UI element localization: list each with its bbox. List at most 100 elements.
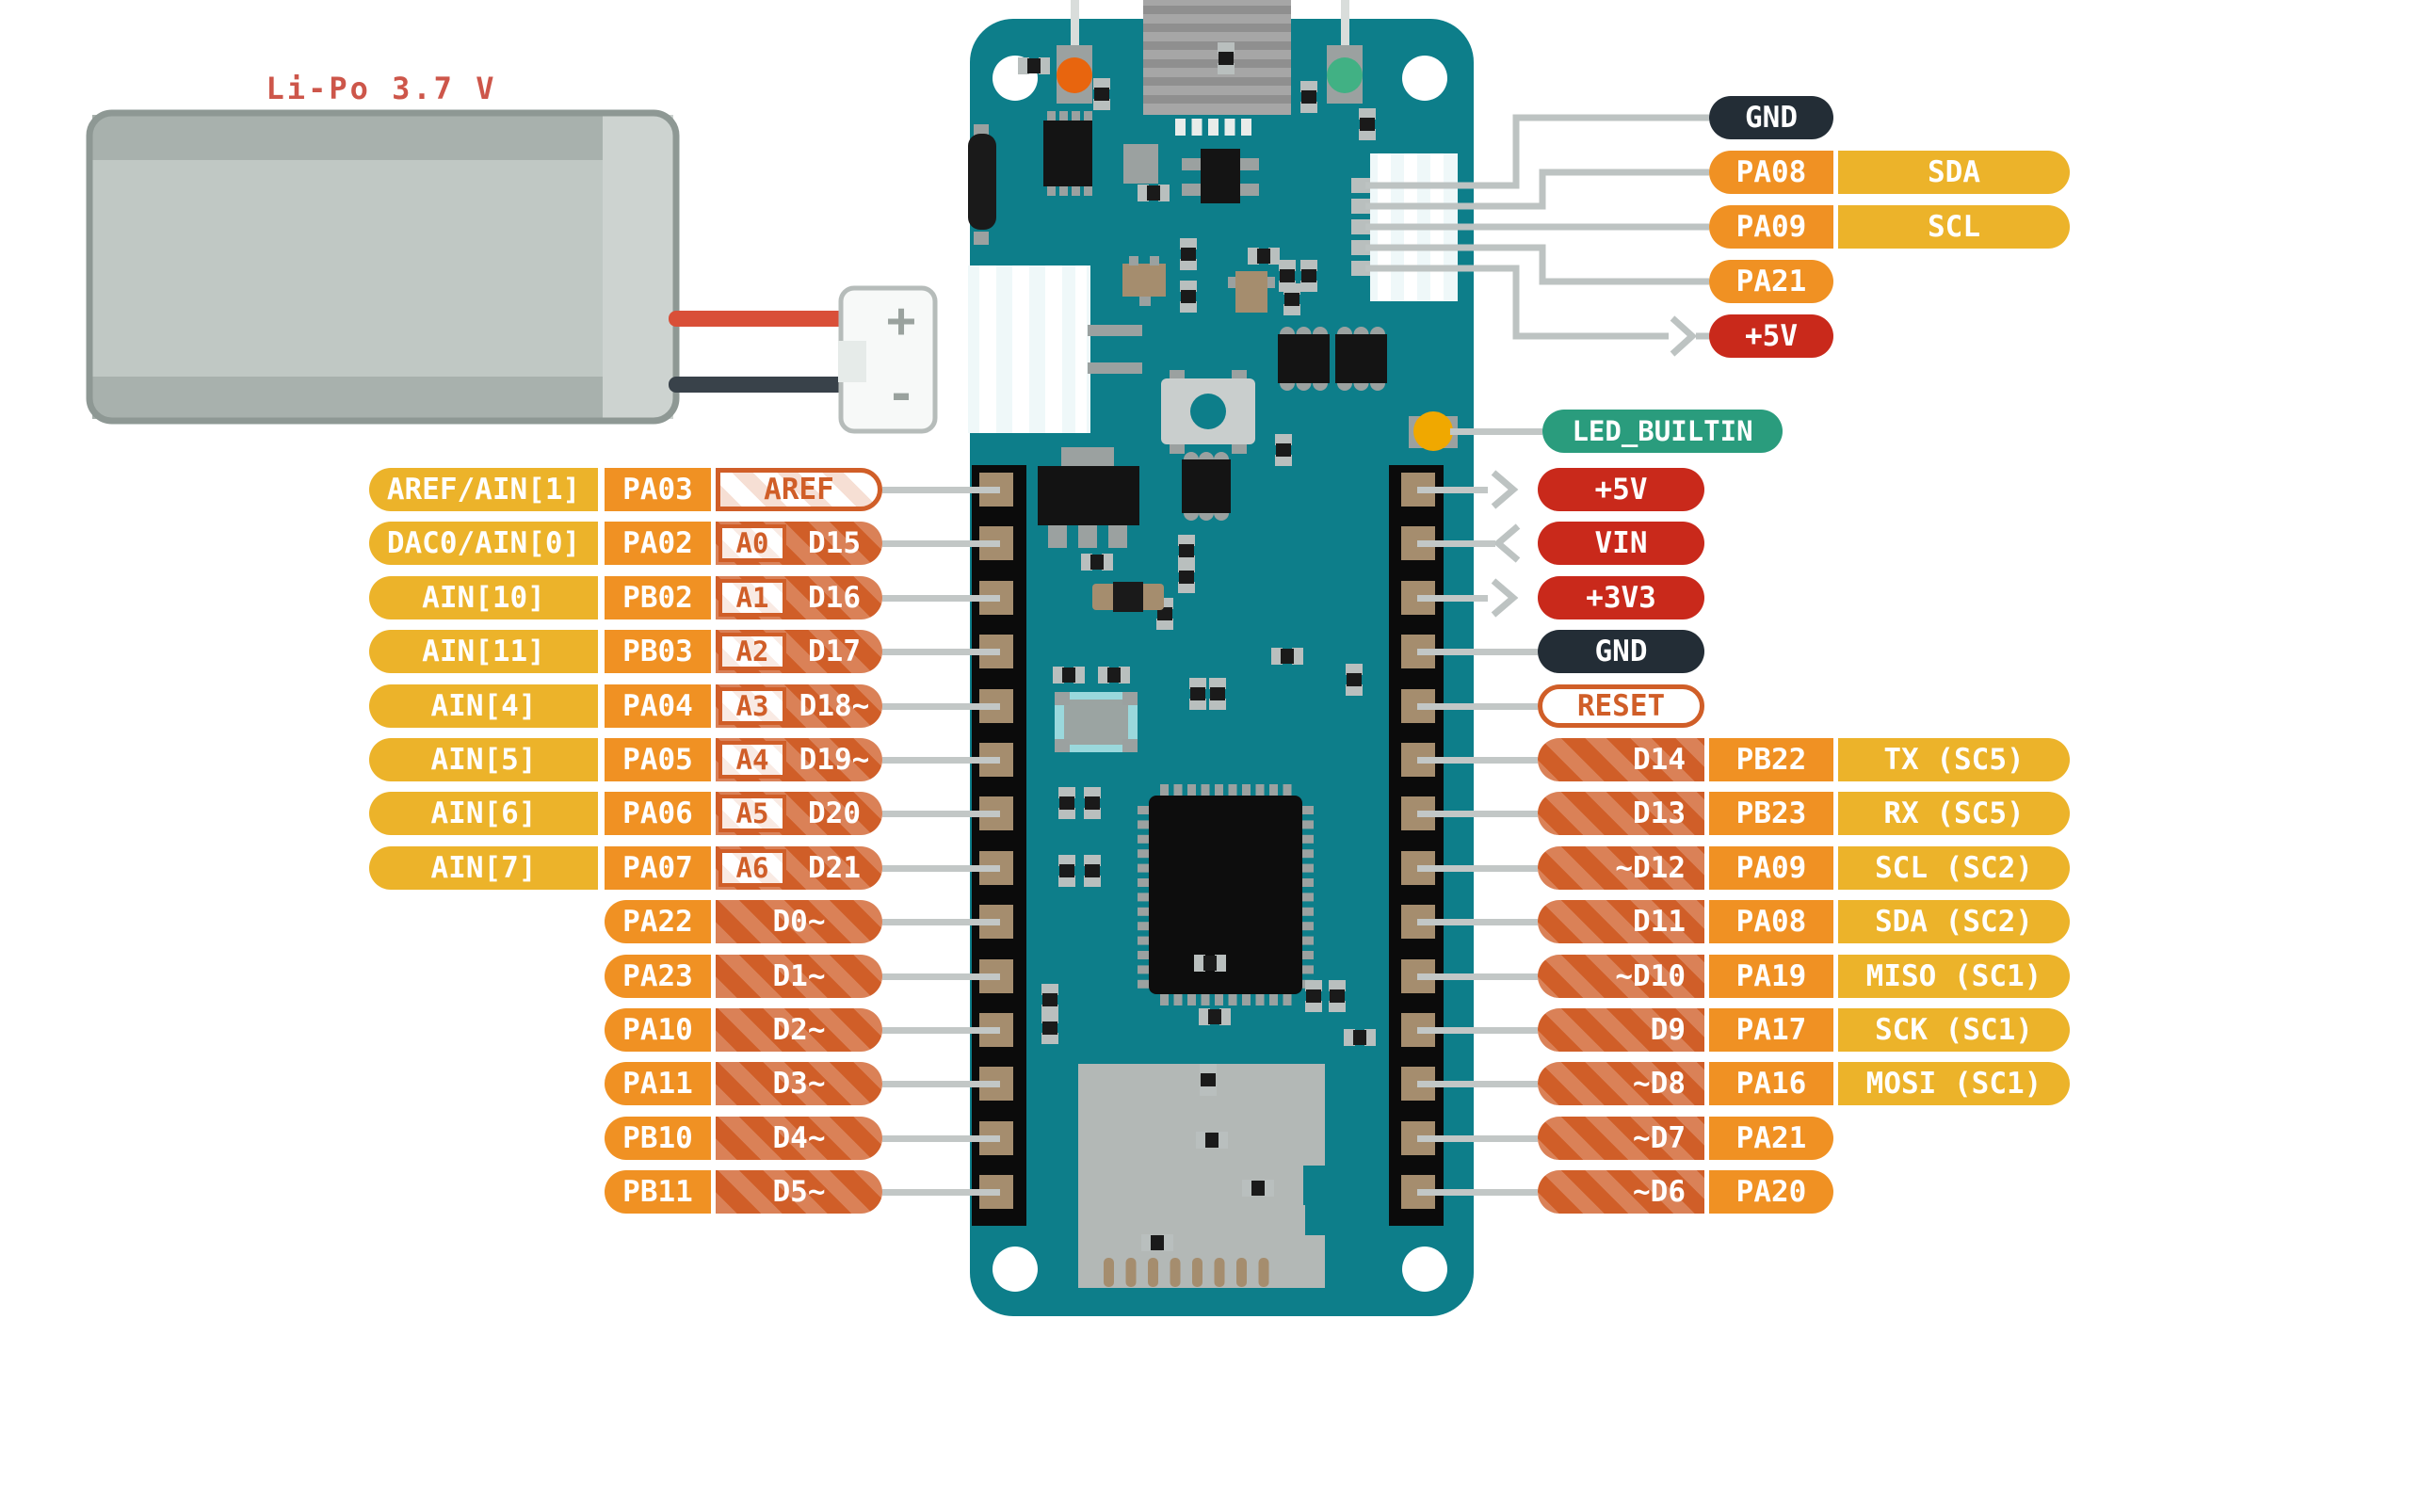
pin-port-label: PA06 xyxy=(605,792,711,835)
pin-digital-label: D19~ xyxy=(799,743,870,777)
pin-trace xyxy=(1417,973,1538,980)
pin-port-label: PA11 xyxy=(605,1062,711,1105)
pin-trace xyxy=(882,595,1000,602)
battery-voltage-label: Li-Po 3.7 V xyxy=(266,71,497,106)
pin-port-label: PA10 xyxy=(605,1008,711,1052)
led-builtin-trace xyxy=(1450,428,1542,435)
i2c-header-traces xyxy=(1365,114,1711,357)
pin-port-label: PA03 xyxy=(605,468,711,511)
pin-aref-label: AREF xyxy=(716,468,882,511)
pin-power-label: +5V xyxy=(1538,468,1704,511)
arrow-right-icon xyxy=(1491,578,1519,618)
pin-function-label: DAC0/AIN[0] xyxy=(369,522,598,565)
pin-analog-label: A6 xyxy=(718,849,786,887)
regulator-sot23 xyxy=(1123,144,1259,203)
pin-analog-label: A1 xyxy=(718,579,786,617)
pin-trace xyxy=(882,703,1000,710)
pin-analog-label: A3 xyxy=(718,687,786,725)
pin-function-label: AIN[11] xyxy=(369,630,598,673)
pin-gnd-label: GND xyxy=(1538,630,1704,673)
inductor-chips xyxy=(1182,327,1387,521)
smd-passives xyxy=(1018,42,1376,1251)
mounting-hole xyxy=(1402,56,1447,101)
silk-bar xyxy=(1088,362,1142,374)
battery-wires xyxy=(669,311,852,393)
capacitor-tall xyxy=(968,124,996,245)
crystal-oscillator xyxy=(1055,692,1138,752)
pin-header-right xyxy=(1389,465,1444,1226)
connector-plus-mark: + xyxy=(886,293,915,349)
pin-digital-label: D11 xyxy=(1538,900,1704,943)
pin-digital-label: D4~ xyxy=(716,1117,882,1160)
pin-port-label: PB02 xyxy=(605,576,711,619)
battery-wire-positive xyxy=(669,311,852,327)
pin-trace xyxy=(882,973,1000,980)
pin-port-label: PA22 xyxy=(605,900,711,943)
pin-trace xyxy=(1417,1189,1538,1196)
pin-power-label: +3V3 xyxy=(1538,576,1704,619)
pin-gnd-label: GND xyxy=(1709,96,1833,139)
pin-port-label: PA05 xyxy=(605,738,711,781)
pin-function-label: TX (SC5) xyxy=(1838,738,2070,781)
pin-port-label: PA20 xyxy=(1709,1170,1833,1214)
pin-function-label: MOSI (SC1) xyxy=(1838,1062,2070,1105)
pin-trace xyxy=(882,1189,1000,1196)
charge-led-green xyxy=(1327,57,1363,93)
pin-reset-label[interactable]: RESET xyxy=(1538,684,1704,728)
pin-analog-label: A2 xyxy=(718,633,786,670)
pin-analog-digital-label: A5 D20 xyxy=(716,792,882,835)
pin-digital-label: D16 xyxy=(808,581,861,615)
battery-wire-negative xyxy=(669,377,852,393)
power-arrows xyxy=(1491,470,1521,618)
pin-analog-label: A4 xyxy=(718,741,786,779)
pin-digital-label: ~D10 xyxy=(1538,955,1704,998)
pin-function-label: AIN[6] xyxy=(369,792,598,835)
pin-power-label: +5V xyxy=(1709,314,1833,358)
pin-port-label: PA02 xyxy=(605,522,711,565)
pin-port-label: PA07 xyxy=(605,846,711,890)
pin-trace xyxy=(1417,865,1538,872)
pin-function-label: SCK (SC1) xyxy=(1838,1008,2070,1052)
pin-trace xyxy=(882,649,1000,655)
pin-analog-label: A5 xyxy=(718,795,786,832)
arrow-right-icon xyxy=(1491,470,1519,509)
pin-header-left xyxy=(972,465,1026,1226)
pin-trace xyxy=(1417,1135,1538,1142)
pin-port-label: PA09 xyxy=(1709,205,1833,249)
pin-trace xyxy=(882,487,1000,493)
pin-port-label: PB22 xyxy=(1709,738,1833,781)
sd-card-slot xyxy=(1078,1064,1327,1288)
pin-trace xyxy=(1417,540,1495,547)
ic-soic8 xyxy=(1043,111,1092,196)
wire-green-led xyxy=(1341,0,1349,77)
pin-trace xyxy=(882,865,1000,872)
pin-digital-label: D17 xyxy=(808,635,861,668)
wire-orange-led xyxy=(1071,0,1079,77)
pin-function-label: SCL xyxy=(1838,205,2070,249)
pin-digital-label: D20 xyxy=(808,796,861,830)
reset-button[interactable] xyxy=(1161,370,1255,454)
pin-trace xyxy=(1417,919,1538,925)
battery-connector: + - xyxy=(838,285,938,434)
pin-trace xyxy=(882,757,1000,764)
pin-trace xyxy=(1417,757,1538,764)
pin-trace xyxy=(882,919,1000,925)
pin-trace xyxy=(882,1027,1000,1034)
regulator-sot223 xyxy=(1038,447,1139,548)
pin-digital-label: D3~ xyxy=(716,1062,882,1105)
pin-function-label: SDA (SC2) xyxy=(1838,900,2070,943)
pin-port-label: PA08 xyxy=(1709,900,1833,943)
tan-component xyxy=(1122,256,1275,313)
led-builtin-label: LED_BUILTIN xyxy=(1542,410,1783,453)
lipo-battery xyxy=(86,109,680,425)
pin-digital-label: D15 xyxy=(808,526,861,560)
pin-function-label: AIN[4] xyxy=(369,684,598,728)
pin-digital-label: ~D12 xyxy=(1538,846,1704,890)
pin-trace xyxy=(1417,1027,1538,1034)
usb-connector xyxy=(1143,0,1291,136)
pin-function-label: AREF/AIN[1] xyxy=(369,468,598,511)
pin-port-label: PB11 xyxy=(605,1170,711,1214)
